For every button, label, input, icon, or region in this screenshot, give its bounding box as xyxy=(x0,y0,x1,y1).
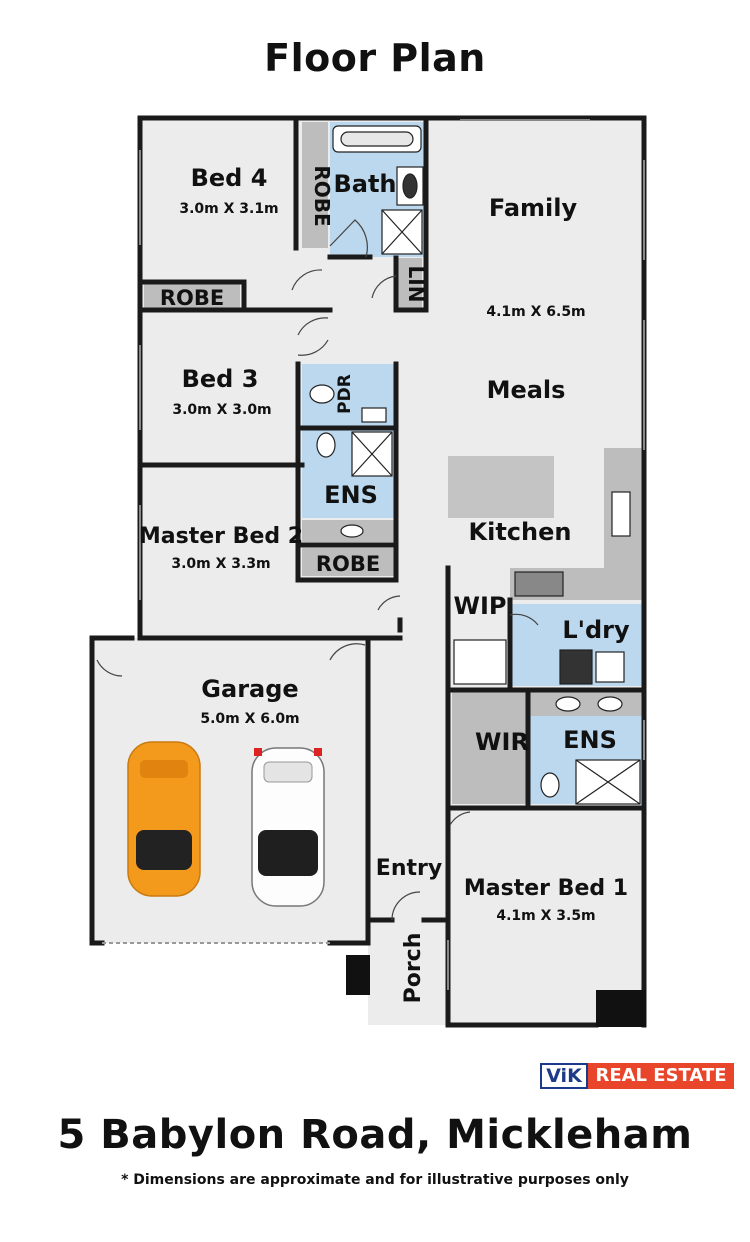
fixtures xyxy=(309,125,641,805)
washer xyxy=(559,649,593,685)
robe-master2-area xyxy=(302,548,394,576)
pdr-label: PDR xyxy=(335,374,355,414)
kitchen-sink xyxy=(611,491,631,537)
logo-vik: ViK xyxy=(540,1063,588,1089)
vik-real-estate-logo: ViK REAL ESTATE xyxy=(540,1063,734,1089)
ens1-label: ENS xyxy=(563,726,617,754)
plan-title: Floor Plan xyxy=(264,36,486,80)
robe-master2-label: ROBE xyxy=(316,552,380,576)
vanity-ens1 xyxy=(528,692,644,716)
garage-dims: 5.0m X 6.0m xyxy=(200,711,299,727)
corner-pillar xyxy=(596,990,646,1027)
basin-pdr xyxy=(361,407,387,423)
kitchen-label: Kitchen xyxy=(469,518,572,546)
logo-real-estate: REAL ESTATE xyxy=(588,1063,734,1089)
master1-label: Master Bed 1 xyxy=(464,876,628,901)
family-label: Family xyxy=(489,194,578,222)
laundry-label: L'dry xyxy=(562,616,630,644)
bath-label: Bath xyxy=(333,170,396,198)
robe-bed4-label: ROBE xyxy=(310,165,334,226)
kitchen-island xyxy=(448,456,554,518)
toilet-ens2 xyxy=(316,432,336,458)
property-address: 5 Babylon Road, Mickleham xyxy=(57,1112,693,1158)
lin-label: LIN xyxy=(404,266,428,303)
wip-label: WIP xyxy=(454,592,507,620)
toilet-pdr xyxy=(309,384,335,404)
wir-area xyxy=(452,692,528,804)
master1-dims: 4.1m X 3.5m xyxy=(496,908,595,924)
family-dims: 4.1m X 6.5m xyxy=(486,304,585,320)
bed4-label: Bed 4 xyxy=(191,164,268,192)
basin-ens1-a xyxy=(555,696,581,712)
disclaimer: * Dimensions are approximate and for ill… xyxy=(121,1172,629,1188)
porch-label: Porch xyxy=(401,933,426,1004)
car-orange-icon xyxy=(127,741,201,897)
garage-label: Garage xyxy=(201,675,298,703)
cooktop xyxy=(514,571,564,597)
toilet-ens1 xyxy=(540,772,560,798)
meals-label: Meals xyxy=(487,376,566,404)
robe-bed4-area xyxy=(302,122,328,248)
robe-bed3-area xyxy=(144,282,240,310)
basin-ens2 xyxy=(340,524,364,538)
lin-area xyxy=(396,258,422,310)
laundry-tub xyxy=(595,651,625,683)
wir-label: WIR xyxy=(475,728,529,756)
car-white-icon xyxy=(251,747,325,907)
robe-bed3-label: ROBE xyxy=(160,286,224,310)
master2-dims: 3.0m X 3.3m xyxy=(171,556,270,572)
doors xyxy=(96,219,539,921)
master2-label: Master Bed 2 xyxy=(139,524,303,549)
fridge xyxy=(453,639,507,685)
porch-pillar xyxy=(346,955,370,995)
bed3-label: Bed 3 xyxy=(182,365,259,393)
basin-ens1-b xyxy=(597,696,623,712)
bed3-dims: 3.0m X 3.0m xyxy=(172,402,271,418)
ens2-label: ENS xyxy=(324,481,378,509)
bed4-dims: 3.0m X 3.1m xyxy=(179,201,278,217)
windows xyxy=(139,119,645,990)
entry-label: Entry xyxy=(376,856,442,881)
